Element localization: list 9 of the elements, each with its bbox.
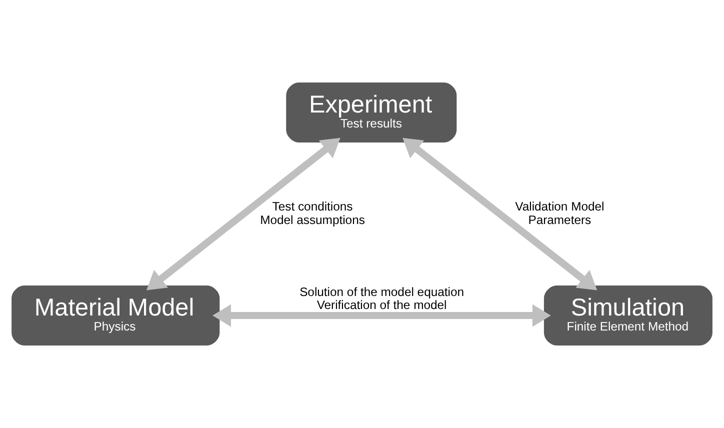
arrow xyxy=(146,138,340,290)
edge-label: Test conditions Model assumptions xyxy=(260,200,365,227)
arrow xyxy=(402,138,598,290)
node-box: Simulation Finite Element Method xyxy=(544,286,712,346)
node-box: Material Model Physics xyxy=(12,286,220,346)
arrow xyxy=(212,304,551,327)
node-box: Experiment Test results xyxy=(286,82,457,142)
edge-label: Solution of the model equation Verification of the model xyxy=(300,284,464,312)
edge-label: Validation Model Parameters xyxy=(515,200,604,227)
